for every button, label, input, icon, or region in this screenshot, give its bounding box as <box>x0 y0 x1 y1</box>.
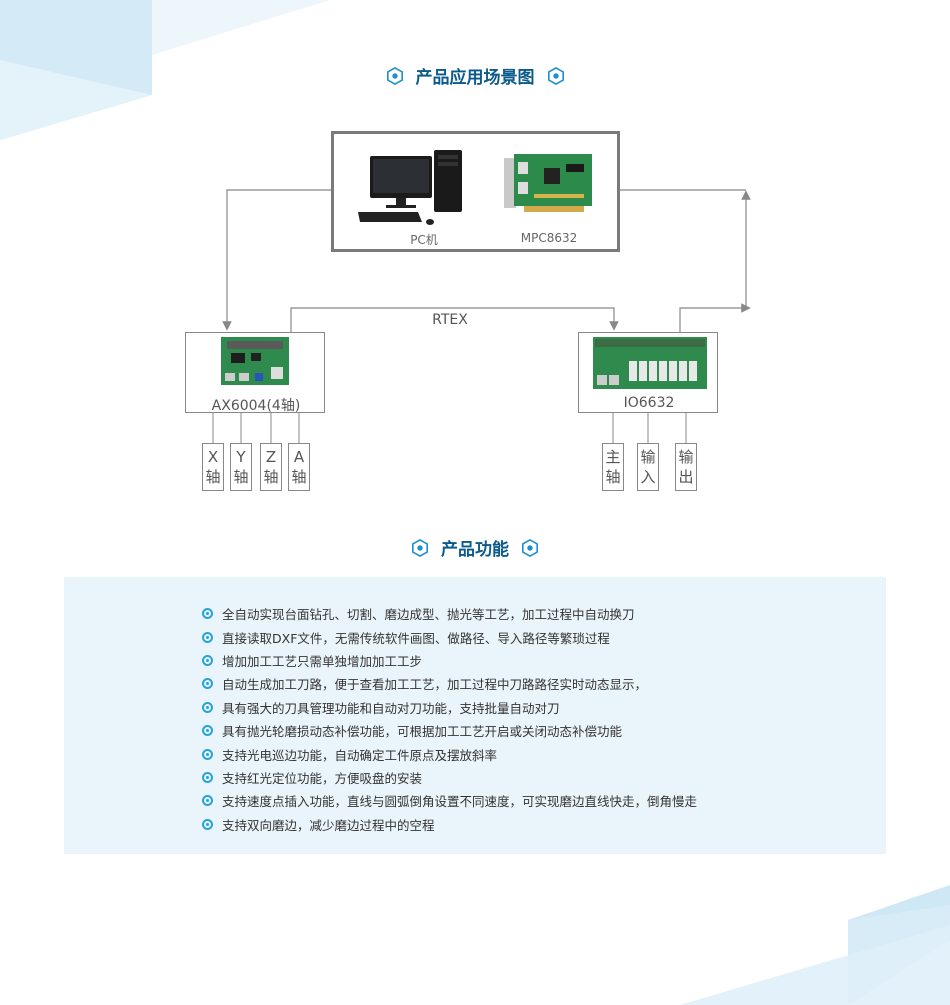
bullet-icon <box>202 771 213 783</box>
bullet-icon <box>202 608 213 620</box>
port-suffix: 轴 <box>605 468 621 486</box>
feature-text: 支持光电巡边功能，自动确定工件原点及摆放斜率 <box>222 747 498 763</box>
ax6004-module-box: AX6004(4轴) <box>185 332 325 414</box>
card-label: MPC8632 <box>520 231 578 245</box>
bullet-icon <box>202 678 213 690</box>
ax6004-label: AX6004(4轴) <box>211 398 301 414</box>
bullet-icon <box>202 631 213 643</box>
axis-name: A <box>293 448 305 466</box>
pc-computer-image <box>358 150 462 225</box>
hexagon-icon <box>386 66 403 85</box>
scene-title-text: 产品应用场景图 <box>415 68 535 88</box>
y-axis-box: Y 轴 <box>230 443 252 491</box>
port-suffix: 入 <box>640 468 656 486</box>
hexagon-icon <box>411 538 429 557</box>
axis-name: X <box>207 448 219 466</box>
feature-item: 增加加工工艺只需单独增加加工工步 <box>202 649 697 672</box>
features-panel <box>64 577 886 854</box>
feature-text: 具有抛光轮磨损动态补偿功能，可根据加工工艺开启或关闭动态补偿功能 <box>222 724 623 740</box>
bullet-icon <box>202 701 213 713</box>
features-section-title: 产品功能 <box>0 535 950 560</box>
corner-decoration-bottom-right <box>680 885 950 1005</box>
feature-item: 全自动实现台面钻孔、切割、磨边成型、抛光等工艺，加工过程中自动换刀 <box>202 602 697 625</box>
feature-item: 支持光电巡边功能，自动确定工件原点及摆放斜率 <box>202 742 697 765</box>
io6632-module-box: IO6632 <box>578 332 718 413</box>
feature-text: 自动生成加工刀路，便于查看加工工艺，加工过程中刀路路径实时动态显示， <box>222 677 648 693</box>
z-axis-box: Z 轴 <box>260 443 282 491</box>
axis-suffix: 轴 <box>263 468 279 486</box>
port-name: 输 <box>640 448 656 466</box>
feature-item: 直接读取DXF文件，无需传统软件画图、做路径、导入路径等繁琐过程 <box>202 625 697 648</box>
corner-decoration-top-left <box>0 0 330 140</box>
output-port-box: 输 出 <box>675 443 697 491</box>
feature-text: 支持速度点插入功能，直线与圆弧倒角设置不同速度，可实现磨边直线快走，倒角慢走 <box>222 794 698 810</box>
feature-text: 具有强大的刀具管理功能和自动对刀功能，支持批量自动对刀 <box>222 700 560 716</box>
feature-item: 具有强大的刀具管理功能和自动对刀功能，支持批量自动对刀 <box>202 696 697 719</box>
features-title-text: 产品功能 <box>441 540 509 560</box>
x-axis-box: X 轴 <box>202 443 224 491</box>
input-port-box: 输 入 <box>637 443 659 491</box>
bullet-icon <box>202 818 213 830</box>
feature-text: 直接读取DXF文件，无需传统软件画图、做路径、导入路径等繁琐过程 <box>222 630 610 646</box>
spindle-port-box: 主 轴 <box>602 443 624 491</box>
rtex-bus-label: RTEX <box>432 312 468 328</box>
axis-suffix: 轴 <box>233 468 249 486</box>
port-name: 输 <box>678 448 694 466</box>
feature-text: 增加加工工艺只需单独增加加工工步 <box>222 653 423 669</box>
io6632-board-image <box>593 337 707 389</box>
hexagon-icon <box>521 538 539 557</box>
feature-text: 支持红光定位功能，方便吸盘的安装 <box>222 770 423 786</box>
scene-section-title: 产品应用场景图 <box>0 63 950 88</box>
feature-item: 支持速度点插入功能，直线与圆弧倒角设置不同速度，可实现磨边直线快走，倒角慢走 <box>202 789 697 812</box>
axis-suffix: 轴 <box>205 468 221 486</box>
feature-item: 支持红光定位功能，方便吸盘的安装 <box>202 766 697 789</box>
feature-item: 具有抛光轮磨损动态补偿功能，可根据加工工艺开启或关闭动态补偿功能 <box>202 719 697 742</box>
port-name: 主 <box>605 448 621 466</box>
feature-item: 自动生成加工刀路，便于查看加工工艺，加工过程中刀路路径实时动态显示， <box>202 672 697 695</box>
port-suffix: 出 <box>678 468 694 486</box>
connection-lines <box>212 189 751 443</box>
hexagon-icon <box>547 66 564 85</box>
axis-suffix: 轴 <box>291 468 307 486</box>
feature-text: 支持双向磨边，减少磨边过程中的空程 <box>222 817 435 833</box>
pc-label: PC机 <box>410 233 438 247</box>
pc-controller-box: PC机 MPC8632 <box>331 131 620 252</box>
bullet-icon <box>202 725 213 737</box>
io6632-label: IO6632 <box>623 395 675 411</box>
bullet-icon <box>202 795 213 807</box>
features-list: 全自动实现台面钻孔、切割、磨边成型、抛光等工艺，加工过程中自动换刀 直接读取DX… <box>202 602 697 836</box>
feature-text: 全自动实现台面钻孔、切割、磨边成型、抛光等工艺，加工过程中自动换刀 <box>222 607 635 623</box>
a-axis-box: A 轴 <box>288 443 310 491</box>
bullet-icon <box>202 654 213 666</box>
mpc-card-image <box>504 154 592 212</box>
feature-item: 支持双向磨边，减少磨边过程中的空程 <box>202 813 697 836</box>
ax6004-board-image <box>221 337 289 385</box>
bullet-icon <box>202 748 213 760</box>
axis-name: Z <box>265 448 277 466</box>
axis-name: Y <box>236 448 246 466</box>
